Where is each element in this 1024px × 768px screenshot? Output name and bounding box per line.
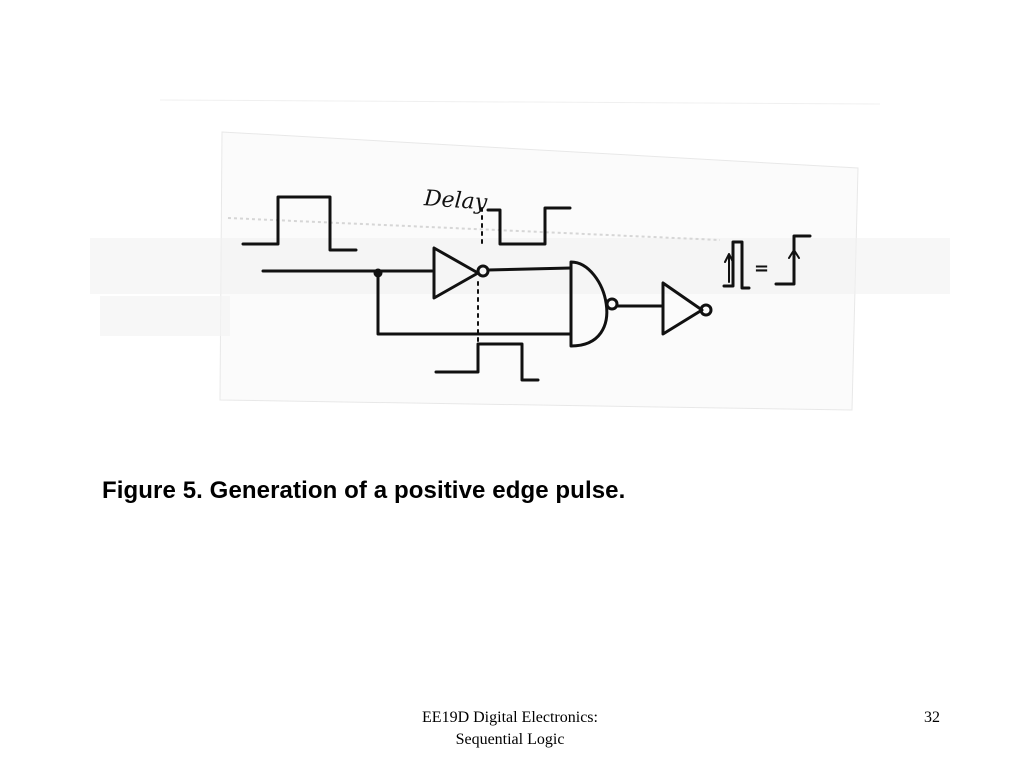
nand-bubble (605, 297, 619, 311)
output-pulse-symbol (722, 240, 751, 290)
inverted-wire (486, 266, 573, 272)
positive-edge-arrow-head (788, 249, 800, 259)
delay-label: Delay (422, 186, 488, 215)
output-pulse-arrow-head (724, 253, 734, 263)
bypass-wire (376, 271, 573, 336)
input-pulse-waveform (241, 195, 358, 252)
footer-course-line-1: EE19D Digital Electronics: (422, 709, 598, 726)
inverted-delayed-waveform (486, 206, 572, 246)
page-number: 32 (924, 709, 940, 726)
delayed-pulse-waveform (434, 342, 540, 382)
equals-sign: = (754, 258, 769, 279)
figure-caption: Figure 5. Generation of a positive edge … (102, 477, 626, 504)
output-inverter-gate (661, 281, 704, 336)
footer-course-line-2: Sequential Logic (455, 731, 565, 748)
scan-paper-background (90, 99, 950, 411)
output-inverter-bubble (699, 303, 713, 317)
scanned-circuit-figure: Delay = (90, 99, 950, 411)
nand-gate (569, 260, 609, 348)
footer-course-title: EE19D Digital Electronics: Sequential Lo… (380, 707, 640, 751)
delay-inverter-gate (432, 246, 480, 300)
